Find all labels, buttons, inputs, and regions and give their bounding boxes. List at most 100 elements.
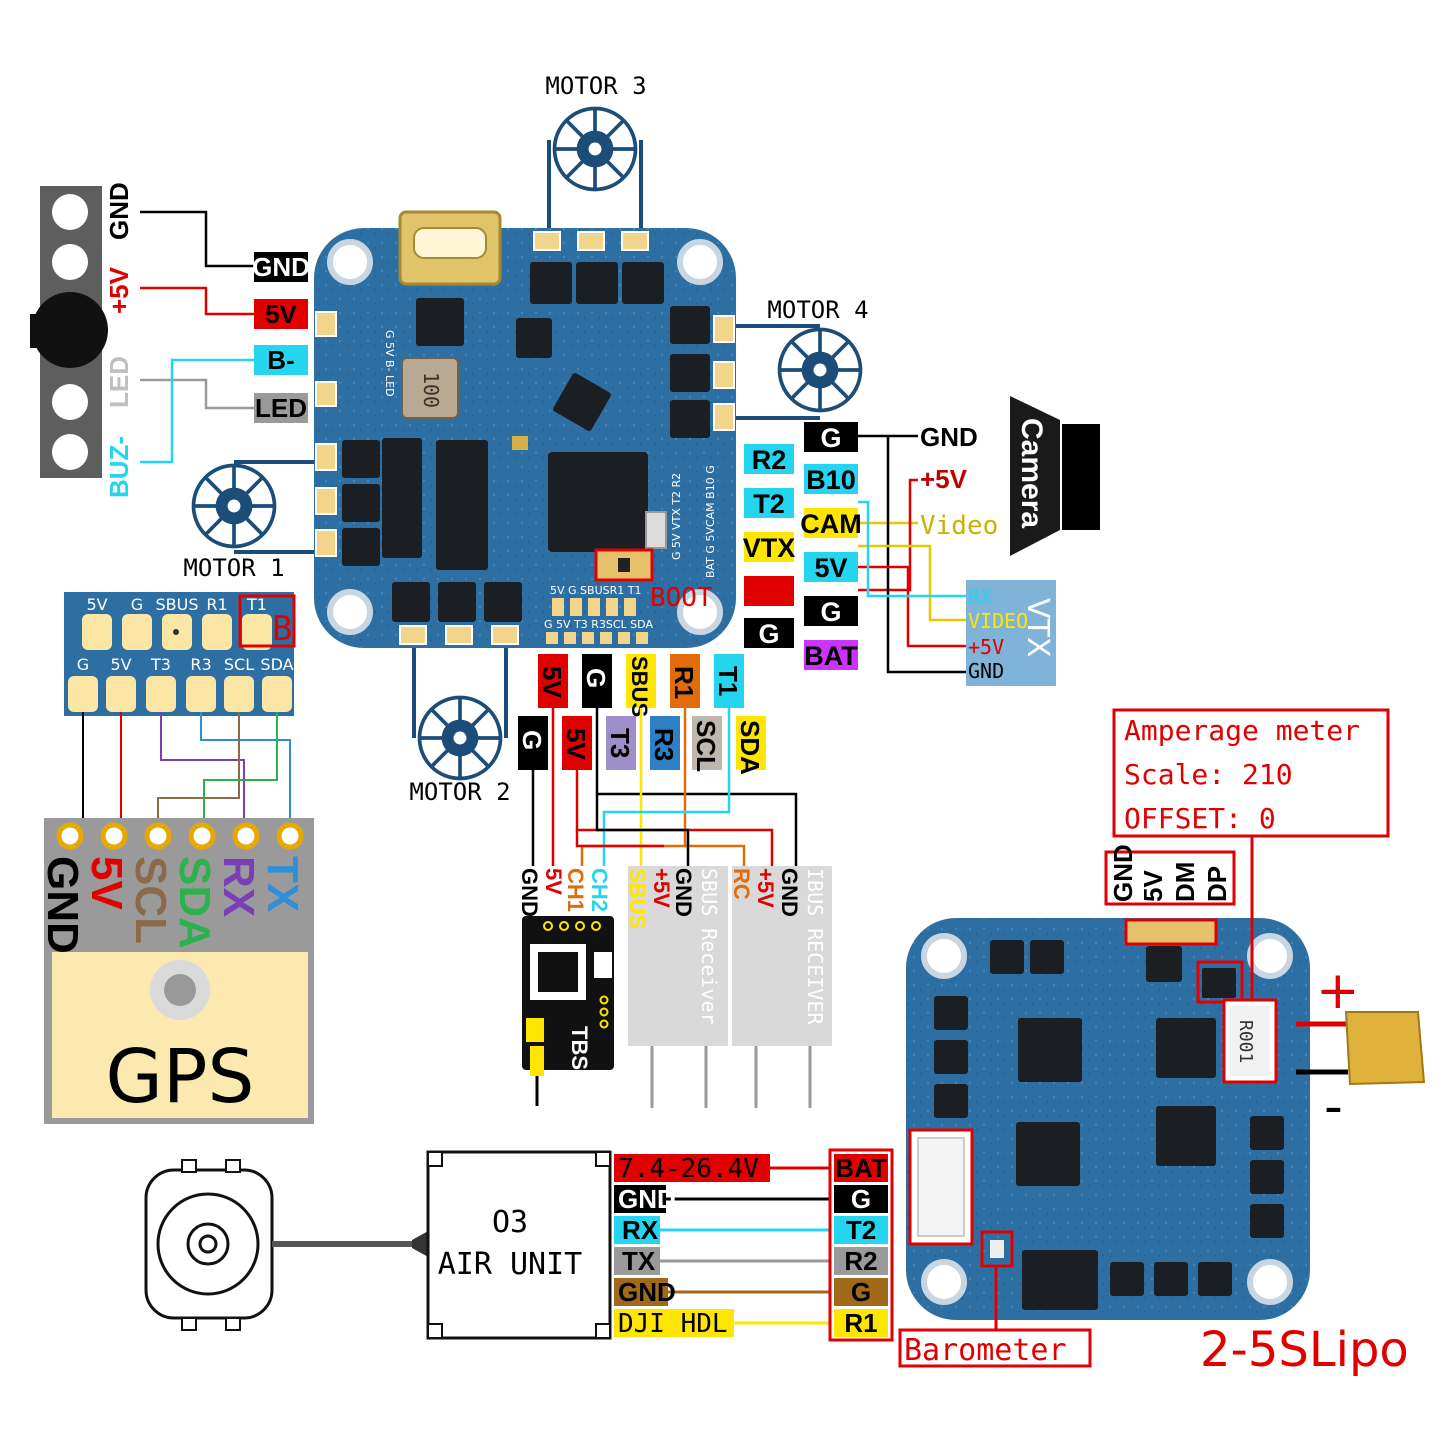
conn-bot-g: G (77, 655, 89, 674)
motor-4-label: MOTOR 4 (767, 296, 868, 324)
o3-label-1: O3 (492, 1205, 528, 1240)
usb-pin-dp: DP (1202, 866, 1232, 902)
vtx-gnd: GND (968, 659, 1004, 683)
motor-3-label: MOTOR 3 (545, 72, 646, 100)
inductor-label: 100 (419, 372, 443, 408)
gps-wires (82, 712, 291, 826)
o3-right-r1: R1 (844, 1308, 877, 1338)
gps-label: GPS (106, 1034, 255, 1120)
receiver-wires (531, 708, 798, 866)
camera-plus5v: +5V (920, 464, 968, 494)
conn-top-r1: R1 (206, 595, 227, 614)
pad-r2: R2 (752, 445, 787, 475)
sbus-label: SBUS Receiver (697, 868, 721, 1025)
conn-bot-scl: SCL (224, 655, 254, 674)
battery-minus: - (1324, 1077, 1343, 1137)
usb-pin-5v: 5V (1138, 870, 1168, 902)
tag-b-5v: 5V (537, 666, 567, 698)
usb-pin-dm: DM (1170, 862, 1200, 902)
gps-pin-5v: 5V (82, 856, 131, 910)
o3-right-g2: G (851, 1277, 871, 1307)
tbs-pin-ch2: CH2 (587, 868, 612, 912)
gps-pin-gnd: GND (38, 856, 87, 954)
connector-board: 5V G SBUS R1 T1 B G 5V T3 R3 SCL SDA (64, 592, 296, 716)
o3-left-rx: RX (622, 1215, 659, 1245)
pad-g-top: G (820, 423, 841, 453)
camera-label: Camera (1015, 418, 1048, 528)
ibus-label: IBUS RECEIVER (803, 868, 827, 1025)
tag-5v: 5V (265, 299, 297, 329)
resistor-label: R001 (1235, 1020, 1256, 1063)
ibus-receiver: RC +5V GND IBUS RECEIVER (729, 866, 832, 1108)
tag-led: LED (255, 393, 307, 423)
pad-cam: CAM (800, 509, 862, 539)
tbs-receiver: GND 5V CH1 CH2 TBS (517, 868, 614, 1106)
inductor (401, 357, 459, 419)
sbus-pin-sbus: SBUS (625, 868, 650, 929)
motor-2: MOTOR 2 (409, 648, 511, 806)
tbs-pin-ch1: CH1 (563, 868, 588, 912)
ibus-pin-gnd: GND (777, 868, 802, 917)
vtx-rx: RX (968, 585, 992, 609)
pad-b10: B10 (806, 465, 856, 495)
o3-label-2: AIR UNIT (438, 1247, 583, 1282)
tag-b-t1: T1 (713, 666, 743, 696)
o3-antenna (144, 1159, 430, 1331)
conn-bot-sda: SDA (260, 655, 293, 674)
pad-vtx: VTX (743, 533, 796, 563)
barometer-label: Barometer (904, 1333, 1067, 1368)
o3-wiring: 7.4-26.4V GND RX TX GND DJI HDL BAT G T2… (614, 1148, 894, 1342)
tag-c-g: G (517, 730, 547, 750)
tbs-pin-gnd: GND (517, 868, 542, 917)
conn-top-5v: 5V (86, 595, 107, 614)
pad-red (744, 576, 794, 606)
silk-left: G 5V B- LED (383, 330, 396, 397)
tag-b-sbus: SBUS (627, 656, 652, 717)
gps-pin-tx: TX (258, 856, 307, 912)
boot-label: BOOT (650, 583, 713, 613)
camera: Camera GND +5V Video (858, 396, 1100, 674)
sbus-pin-gnd: GND (671, 868, 696, 917)
usb-pin-gnd: GND (1108, 844, 1138, 902)
bottom-pad-tags: 5V G SBUS R1 T1 G 5V T3 R3 SCL SDA (517, 654, 766, 775)
silk-right: G 5V VTX T2 R2 (670, 473, 683, 560)
fc-board-back: GND 5V DM DP R001 Baro (898, 836, 1310, 1368)
tag-bminus: B- (267, 345, 294, 375)
vtx: VTX RX VIDEO +5V GND (966, 580, 1056, 686)
camera-video: Video (920, 511, 998, 541)
pad-g2: G (758, 619, 779, 649)
pin-buz: BUZ- (104, 436, 134, 498)
pad-bat: BAT (804, 641, 858, 671)
motor-1: MOTOR 1 (183, 460, 314, 582)
o3-left-gnd2: GND (618, 1277, 676, 1307)
sbus-pin-5v: +5V (649, 868, 674, 908)
sbus-receiver: SBUS GND +5V SBUS Receiver (625, 866, 728, 1108)
conn-bot-t3: T3 (150, 655, 171, 674)
tag-gnd: GND (252, 252, 310, 282)
silk-bottom-row: G 5V T3 R3SCL SDA (544, 618, 653, 631)
right-pad-labels: R2 B10 T2 CAM VTX 5V G G BAT G (743, 422, 862, 671)
camera-gnd: GND (920, 422, 978, 452)
motor-1-label: MOTOR 1 (183, 554, 284, 582)
conn-top-g: G (131, 595, 143, 614)
o3-right-t2: T2 (846, 1215, 876, 1245)
pad-g1: G (820, 597, 841, 627)
conn-top-sbus: SBUS (156, 595, 199, 614)
buzzer (32, 292, 108, 368)
tbs-label: TBS (567, 1026, 592, 1070)
conn-mark-b: B (272, 609, 292, 649)
o3-left-power: 7.4-26.4V (618, 1154, 759, 1184)
tag-c-sda: SDA (735, 720, 765, 775)
tag-b-g: G (581, 668, 611, 688)
gps-pin-scl: SCL (126, 856, 175, 944)
tag-b-r1: R1 (669, 666, 699, 699)
conn-top-t1: T1 (246, 595, 267, 614)
vtx-label: VTX (1020, 598, 1055, 657)
ibus-pin-5v: +5V (753, 868, 778, 908)
pin-led: LED (104, 356, 134, 408)
vtx-5v: +5V (968, 635, 1004, 659)
amp-line-3: OFFSET: 0 (1124, 802, 1276, 835)
amp-line-1: Amperage meter (1124, 714, 1360, 747)
motor-2-label: MOTOR 2 (409, 778, 510, 806)
